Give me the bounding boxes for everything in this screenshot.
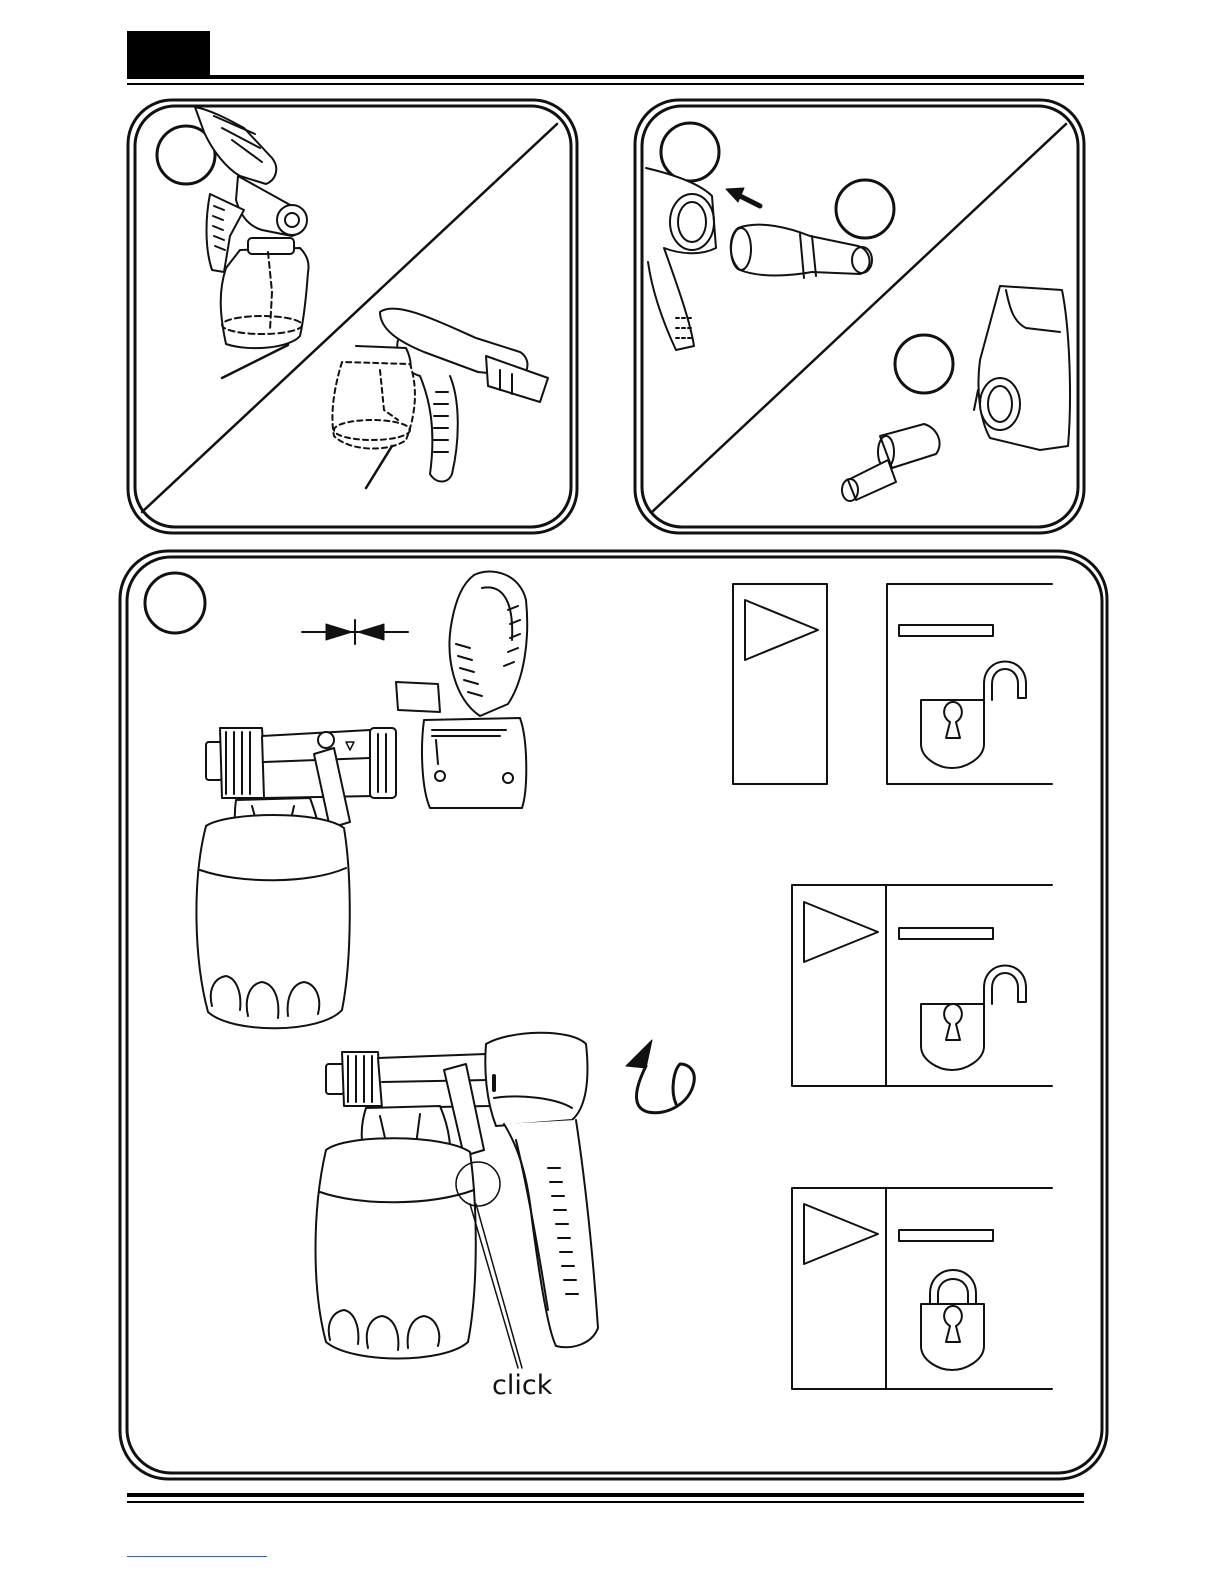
triangle-marker-icon [804,1204,878,1264]
callout-circle [895,335,953,393]
motor-housing-icon [646,168,716,350]
lock-diagram-1 [733,584,1052,784]
callout-circle [661,123,719,181]
footer-link-underline[interactable] [127,1556,267,1557]
footer-rule [127,1492,1084,1510]
hose-connector-icon [842,424,940,501]
panel-top-left [128,100,577,533]
lock-diagram-2 [792,885,1052,1086]
click-label: click [492,1370,552,1401]
callout-circle [145,573,205,633]
cup-icon [316,1106,476,1359]
closed-padlock-icon [921,1270,984,1370]
cup-icon [196,798,349,1028]
lock-diagram-3 [792,1188,1052,1389]
handle-icon [396,571,527,808]
arrow-left-icon [726,188,760,206]
press-together-arrows-icon [302,620,408,644]
cup-icon [221,238,309,348]
leader-line [366,446,392,488]
open-padlock-icon [921,662,1026,769]
panel-top-right [635,100,1084,533]
triangle-marker-icon [804,902,878,962]
open-padlock-icon [921,966,1026,1071]
motor-housing-icon [974,286,1070,450]
callout-circle [836,180,894,238]
rotate-arrow-icon [626,1040,694,1113]
spray-gun-icon [332,309,548,482]
leader-line [222,345,288,378]
triangle-marker-icon [745,600,818,660]
panel-bottom [120,551,1107,1479]
